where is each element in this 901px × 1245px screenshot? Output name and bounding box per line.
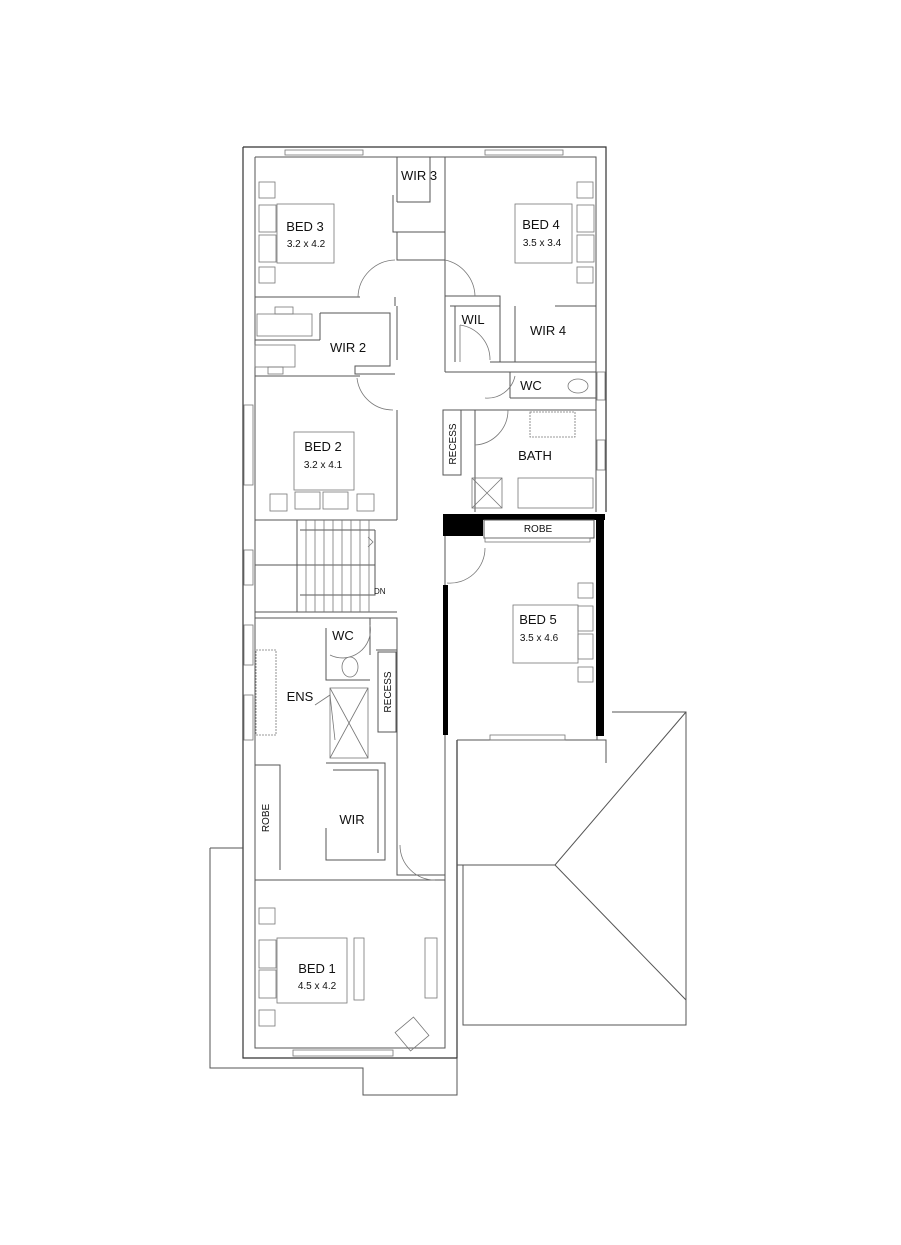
label-ens: ENS xyxy=(287,689,314,704)
label-wc-upper: WC xyxy=(520,378,542,393)
outer-walls xyxy=(209,146,607,1096)
label-bath: BATH xyxy=(518,448,552,463)
label-robe-lower: ROBE xyxy=(261,804,272,833)
room-size-bed3: 3.2 x 4.2 xyxy=(287,239,326,250)
furniture xyxy=(254,181,595,1052)
label-recess-upper: RECESS xyxy=(448,423,459,464)
room-name-bed5: BED 5 xyxy=(519,612,557,627)
label-wil: WIL xyxy=(461,312,484,327)
stairs xyxy=(255,520,376,612)
room-name-bed3: BED 3 xyxy=(286,219,324,234)
room-size-bed1: 4.5 x 4.2 xyxy=(298,981,337,992)
roof xyxy=(457,711,687,1026)
room-name-bed2: BED 2 xyxy=(304,439,342,454)
label-wir3: WIR 3 xyxy=(401,168,437,183)
room-size-bed4: 3.5 x 3.4 xyxy=(523,238,562,249)
room-name-bed4: BED 4 xyxy=(522,217,560,232)
windows xyxy=(243,149,606,1057)
bed5-black-walls xyxy=(443,514,605,736)
label-wir4: WIR 4 xyxy=(530,323,566,338)
label-recess-lower: RECESS xyxy=(383,671,394,712)
label-wir2: WIR 2 xyxy=(330,340,366,355)
room-name-bed1: BED 1 xyxy=(298,961,336,976)
label-wc-lower: WC xyxy=(332,628,354,643)
room-size-bed2: 3.2 x 4.1 xyxy=(304,460,343,471)
label-stairs-dn: DN xyxy=(374,587,386,596)
room-size-bed5: 3.5 x 4.6 xyxy=(520,633,559,644)
label-wir: WIR xyxy=(339,812,364,827)
label-robe-upper: ROBE xyxy=(524,524,553,535)
